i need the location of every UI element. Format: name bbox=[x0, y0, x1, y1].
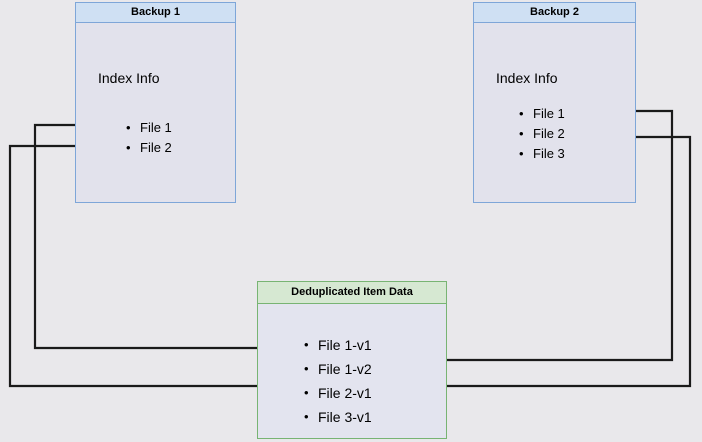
node-backup1-index-label: Index Info bbox=[98, 70, 160, 86]
list-item[interactable]: File 2-v1 bbox=[304, 381, 372, 405]
list-item[interactable]: File 2 bbox=[126, 138, 172, 158]
list-item[interactable]: File 1 bbox=[126, 118, 172, 138]
node-backup2-body: Index Info File 1 File 2 File 3 bbox=[474, 23, 635, 202]
list-item[interactable]: File 2 bbox=[519, 124, 565, 144]
node-backup2[interactable]: Backup 2 Index Info File 1 File 2 File 3 bbox=[473, 2, 636, 203]
node-backup1-file-list: File 1 File 2 bbox=[126, 118, 172, 158]
list-item[interactable]: File 1-v1 bbox=[304, 333, 372, 357]
list-item[interactable]: File 1-v2 bbox=[304, 357, 372, 381]
node-backup1-body: Index Info File 1 File 2 bbox=[76, 23, 235, 202]
node-backup2-title: Backup 2 bbox=[530, 6, 579, 18]
list-item[interactable]: File 1 bbox=[519, 104, 565, 124]
node-backup2-file-list: File 1 File 2 File 3 bbox=[519, 104, 565, 164]
node-backup1-header: Backup 1 bbox=[76, 3, 235, 23]
node-dedup-title: Deduplicated Item Data bbox=[291, 286, 413, 298]
node-dedup-file-list: File 1-v1 File 1-v2 File 2-v1 File 3-v1 bbox=[304, 333, 372, 429]
node-backup2-index-label: Index Info bbox=[496, 70, 558, 86]
list-item[interactable]: File 3-v1 bbox=[304, 405, 372, 429]
node-deduplicated-item-data[interactable]: Deduplicated Item Data File 1-v1 File 1-… bbox=[257, 281, 447, 439]
node-backup1[interactable]: Backup 1 Index Info File 1 File 2 bbox=[75, 2, 236, 203]
node-dedup-header: Deduplicated Item Data bbox=[258, 282, 446, 304]
node-dedup-body: File 1-v1 File 1-v2 File 2-v1 File 3-v1 bbox=[258, 304, 446, 438]
node-backup2-header: Backup 2 bbox=[474, 3, 635, 23]
list-item[interactable]: File 3 bbox=[519, 144, 565, 164]
node-backup1-title: Backup 1 bbox=[131, 6, 180, 18]
